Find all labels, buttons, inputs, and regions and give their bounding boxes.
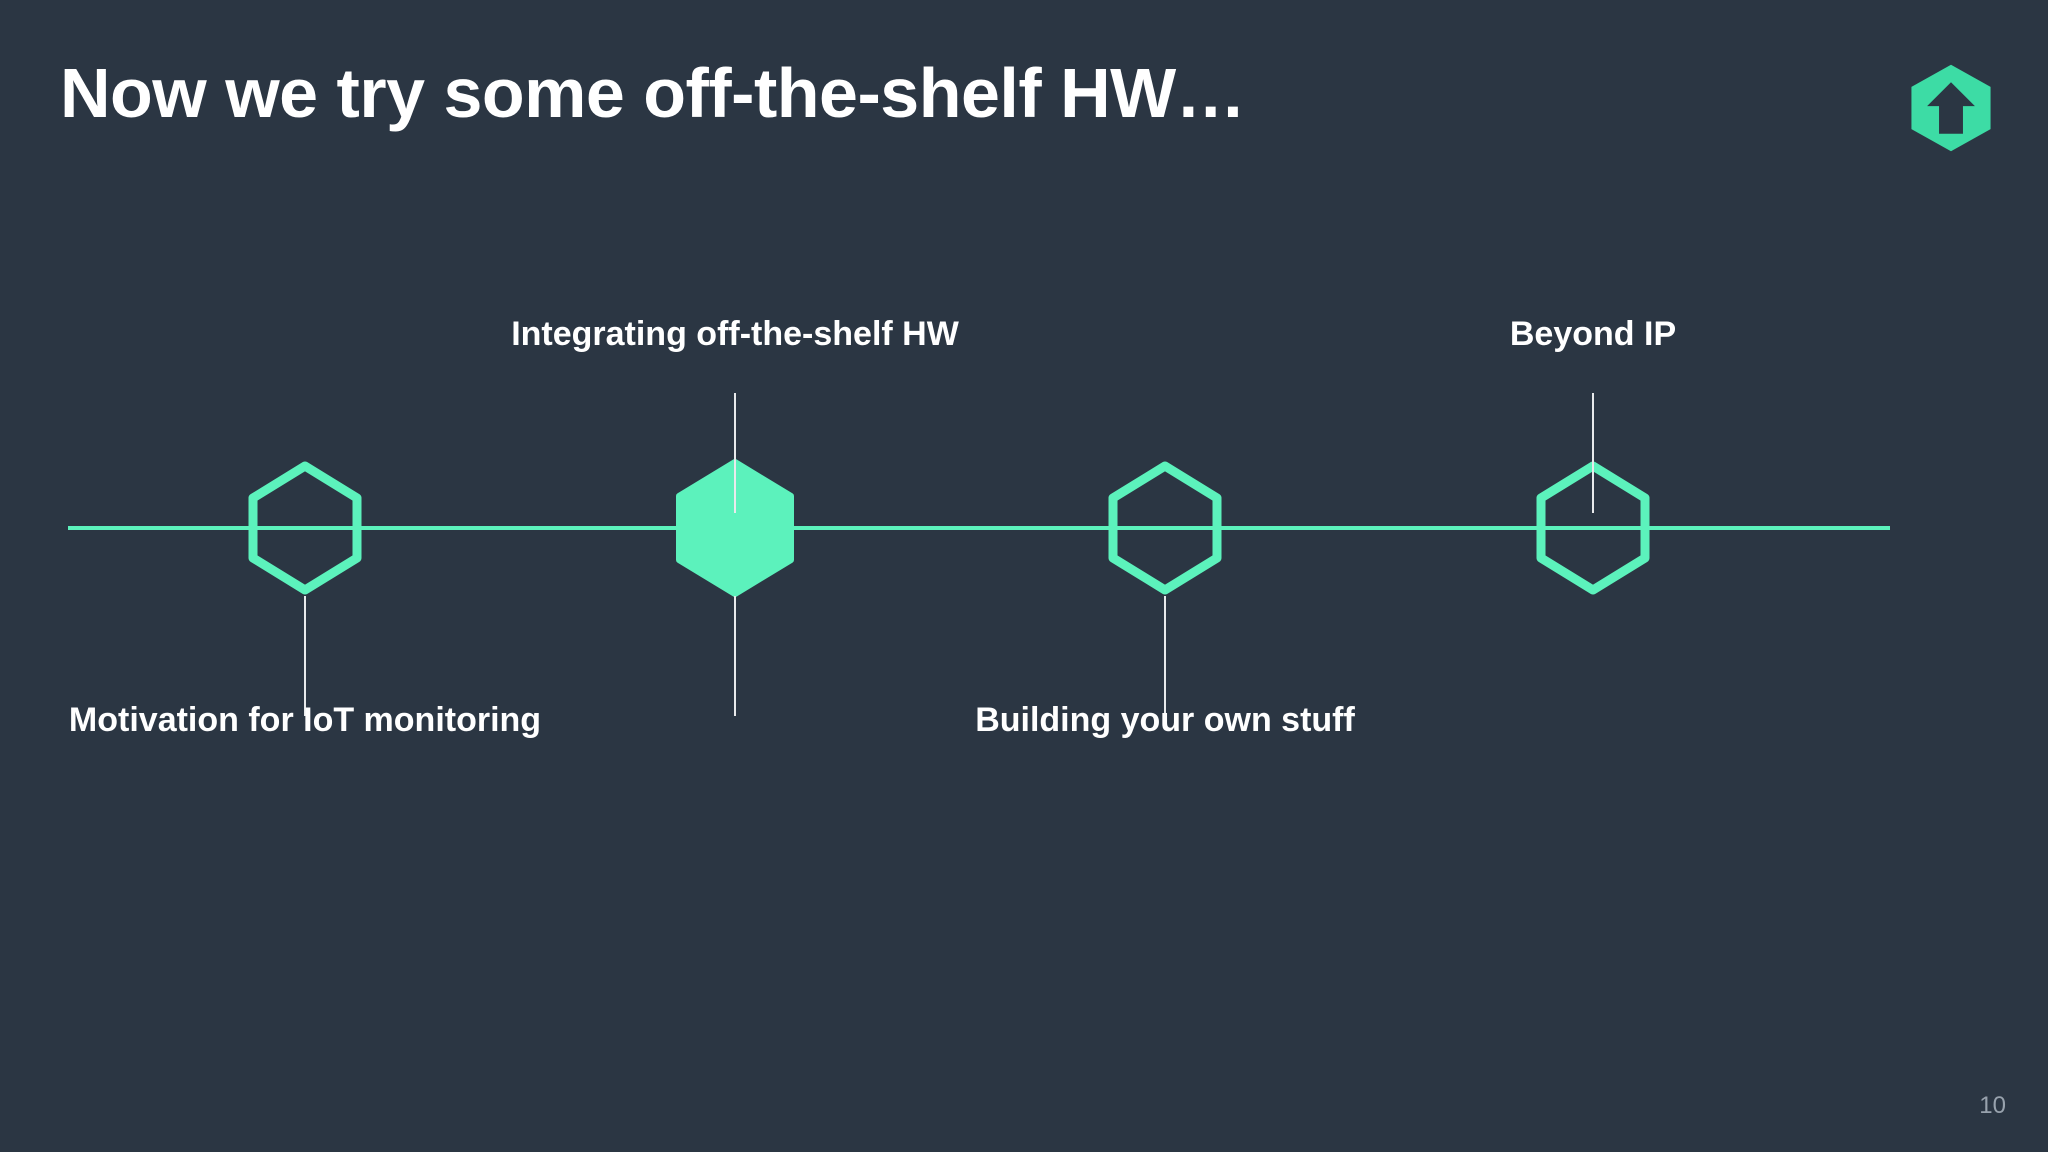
connector-stem <box>734 393 736 513</box>
connector-stem <box>1164 596 1166 716</box>
hexagon-marker-filled[interactable] <box>675 459 795 597</box>
connector-stem <box>304 596 306 716</box>
page-number: 10 <box>1979 1092 2006 1119</box>
hexagon-marker-outline[interactable] <box>245 460 365 596</box>
hexagon-marker-outline[interactable] <box>1533 460 1653 596</box>
page-title: Now we try some off-the-shelf HW… <box>60 54 1246 132</box>
timeline-node-label: Integrating off-the-shelf HW <box>511 315 959 353</box>
connector-stem <box>1592 393 1594 513</box>
hexagon-up-arrow-logo <box>1905 62 1997 154</box>
timeline-node-label: Building your own stuff <box>975 701 1355 739</box>
connector-stem <box>734 596 736 716</box>
hexagon-marker-outline[interactable] <box>1105 460 1225 596</box>
timeline-axis <box>68 526 1890 530</box>
timeline-node-label: Motivation for IoT monitoring <box>68 701 542 739</box>
timeline-node-label: Beyond IP <box>1509 315 1677 353</box>
